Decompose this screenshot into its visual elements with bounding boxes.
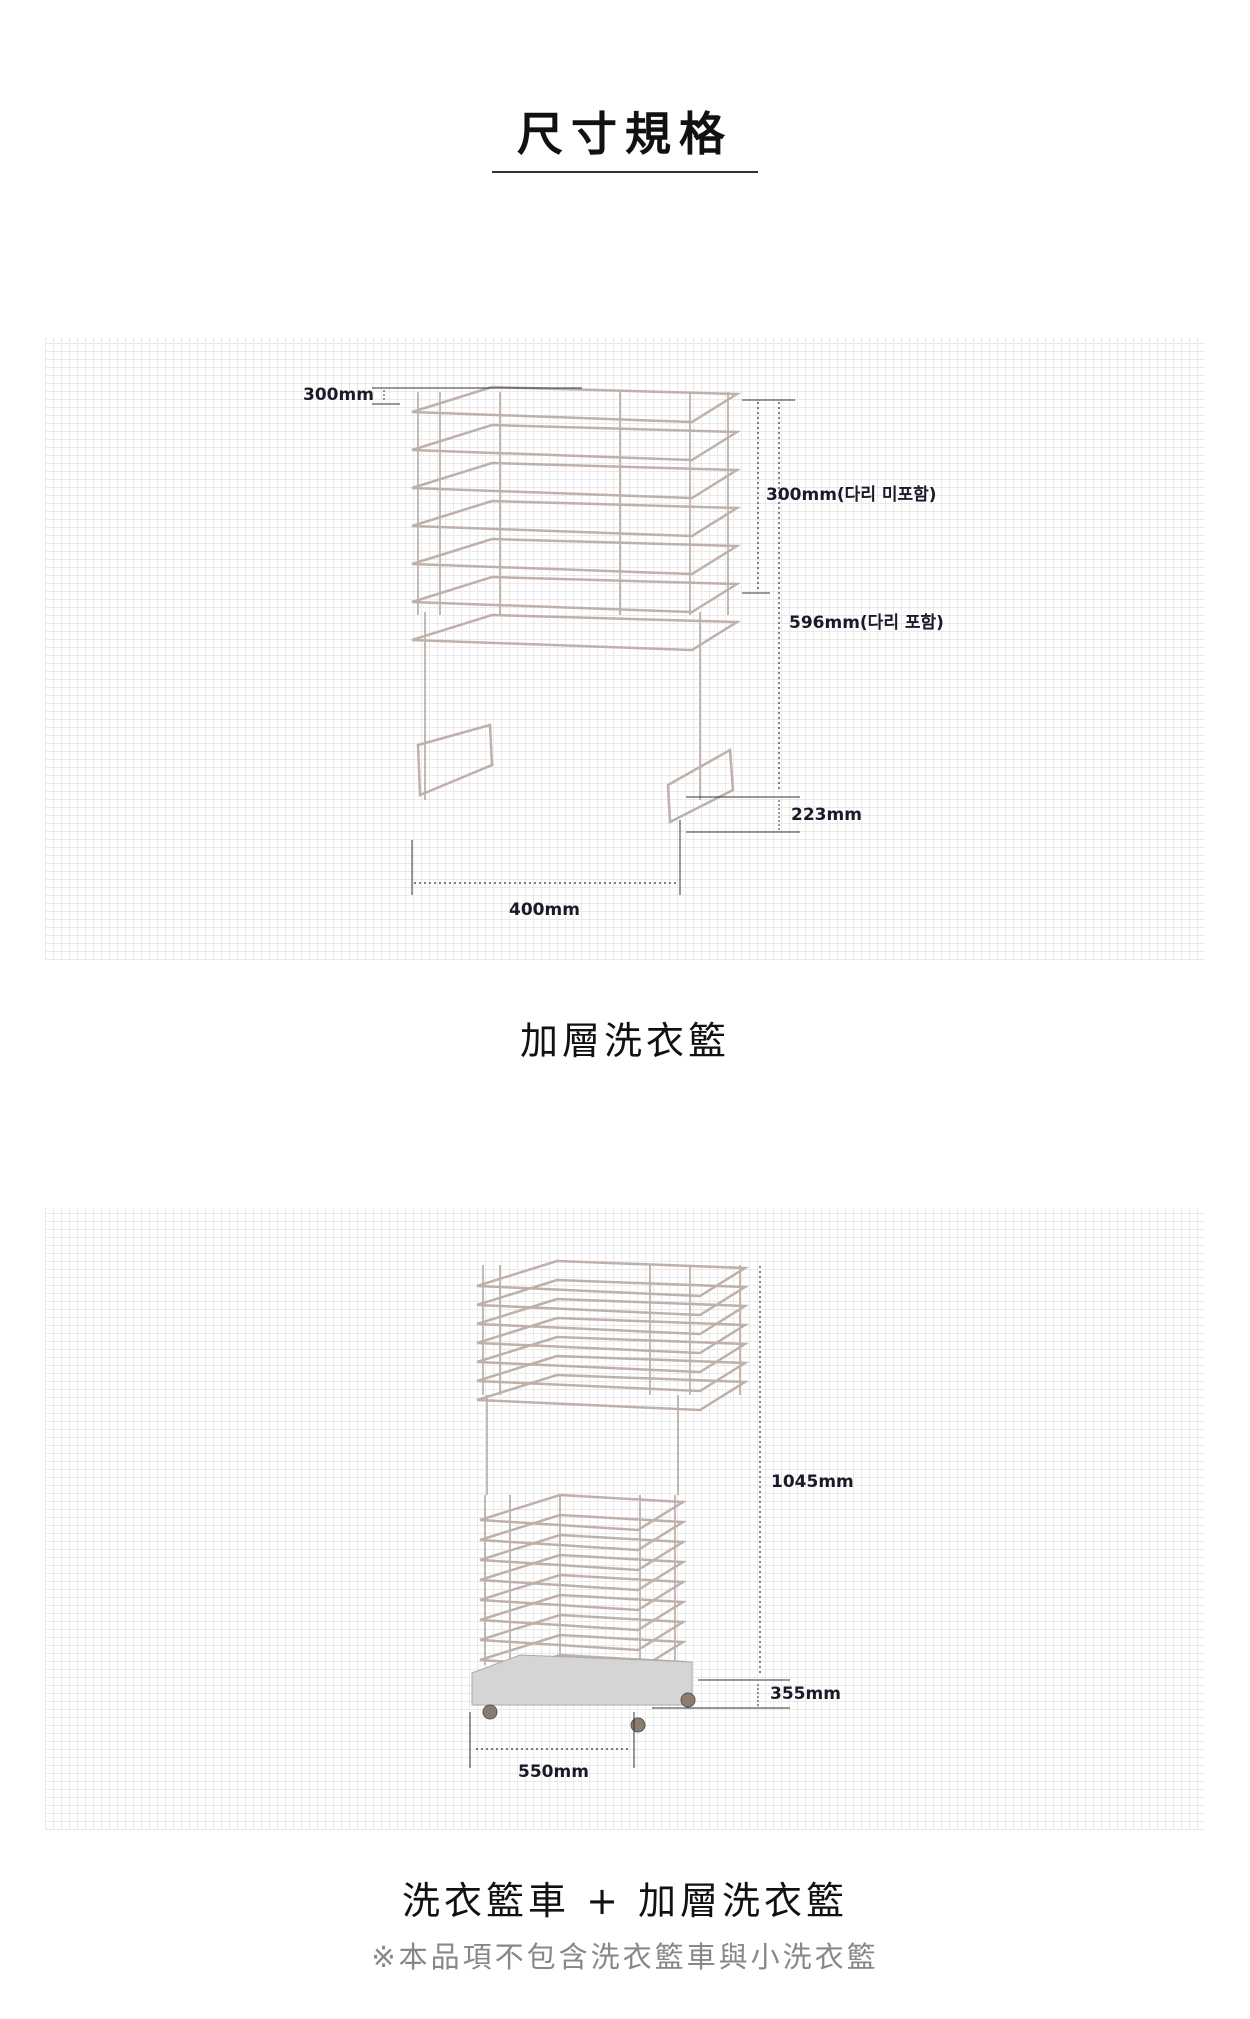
basket-ring [411,461,742,500]
lower-basket-ring [479,1513,688,1552]
page-title: 尺寸規格 [517,107,733,161]
total-height-label: 1045mm [771,1472,854,1492]
leg-height-label: 223mm [791,805,862,825]
lower-basket-ring [479,1593,688,1632]
upper-basket-ring [476,1278,750,1317]
basket-ring [411,499,742,538]
upper-basket-ring [476,1354,750,1393]
steel-tray [471,1654,693,1706]
basket-ring [411,575,742,614]
leg-hoop-left [416,723,494,797]
upper-basket-ring [476,1297,750,1336]
upper-basket-ring [476,1259,750,1298]
lower-basket-ring [479,1533,688,1572]
leg-hoop-right [666,747,735,824]
basket-ring [411,613,742,652]
height-with-legs-label: 596mm(다리 포함) [789,613,944,633]
caster-wheel [482,1704,498,1720]
lower-basket-ring [479,1573,688,1612]
upper-basket-ring [476,1373,750,1412]
basket-ring [411,423,742,462]
upper-basket-ring [476,1316,750,1355]
exclusion-note: ※本品項不包含洗衣籃車與小洗衣籃 [371,1940,879,1974]
basket-ring [411,537,742,576]
lower-basket-ring [479,1613,688,1652]
cart-combo-caption: 洗衣籃車 + 加層洗衣籃 [402,1879,848,1923]
lower-basket-ring [479,1553,688,1592]
basket-ring [411,385,742,424]
title-underline [492,171,758,173]
caster-wheel [680,1692,696,1708]
cart-width-label: 550mm [518,1762,589,1782]
upper-basket-ring [476,1335,750,1374]
base-height-label: 355mm [770,1684,841,1704]
grid-panel-stacking-basket [45,338,1205,960]
depth-label: 300mm [303,385,374,405]
height-no-legs-label: 300mm(다리 미포함) [766,485,937,505]
width-label: 400mm [509,900,580,920]
caster-wheel [630,1717,646,1733]
lower-basket-ring [479,1493,688,1532]
stacking-basket-caption: 加層洗衣籃 [519,1019,730,1063]
